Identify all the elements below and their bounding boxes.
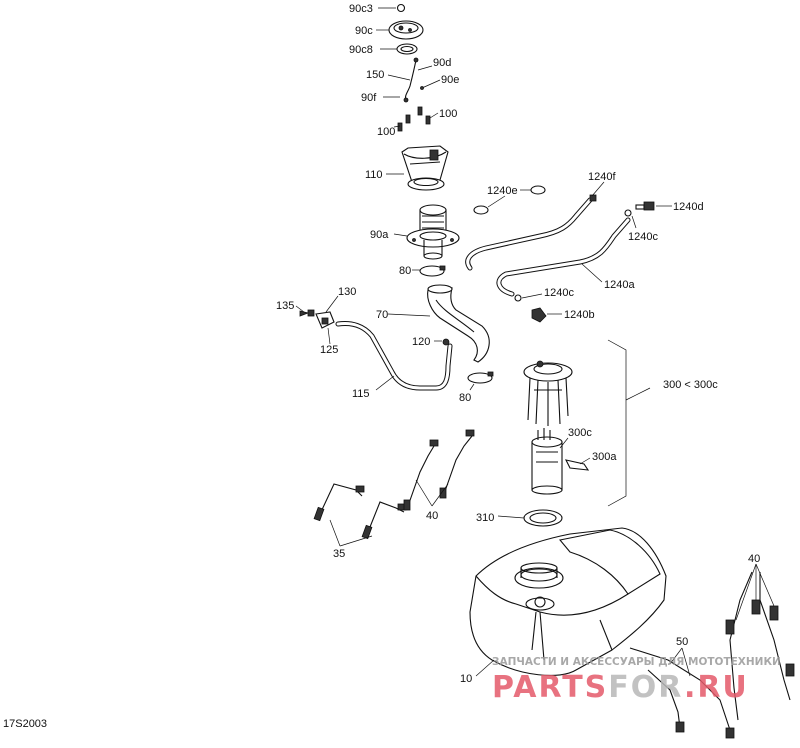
callout-1240e: 1240e	[487, 185, 518, 197]
part-50-straps	[629, 647, 735, 739]
callout-80-upper: 80	[399, 265, 411, 277]
callout-90f: 90f	[361, 92, 377, 104]
callout-125: 125	[320, 344, 338, 356]
callout-100-right: 100	[439, 108, 457, 120]
callout-150: 150	[366, 69, 384, 81]
part-115-fuel-hose	[335, 321, 453, 391]
part-90c-fuel-cap	[388, 20, 424, 40]
callout-80-lower: 80	[459, 392, 471, 404]
callout-130: 130	[338, 286, 356, 298]
callout-115: 115	[352, 388, 370, 400]
watermark-logo: ЗАПЧАСТИ И АКСЕССУАРЫ ДЛЯ МОТОТЕХНИКИ PA…	[492, 656, 781, 705]
callout-300c: 300c	[568, 427, 592, 439]
callout-1240f: 1240f	[588, 171, 616, 183]
part-90c3-vent-cap	[396, 3, 406, 13]
part-150-tether	[403, 57, 419, 103]
callout-40-left: 40	[426, 510, 438, 522]
callout-1240c-lower: 1240c	[544, 287, 574, 299]
part-130-bracket	[315, 311, 335, 329]
part-80-clamp-lower	[467, 371, 494, 384]
part-70-filler-hose	[427, 284, 490, 363]
watermark-tagline: ЗАПЧАСТИ И АКСЕССУАРЫ ДЛЯ МОТОТЕХНИКИ	[492, 656, 781, 668]
callout-100-left: 100	[377, 126, 395, 138]
callout-1240b: 1240b	[564, 309, 595, 321]
part-1240d-valve	[624, 201, 655, 217]
callout-40-right: 40	[748, 553, 760, 565]
callout-1240d: 1240d	[673, 201, 704, 213]
callout-90d: 90d	[433, 57, 451, 69]
callout-300-group: 300 < 300c	[663, 379, 718, 391]
callout-110: 110	[365, 169, 383, 181]
part-1240b-fitting	[531, 307, 547, 323]
part-1240f-vent-hose	[465, 194, 597, 271]
callout-70: 70	[376, 309, 388, 321]
part-120-clip	[442, 338, 450, 346]
part-90c8-gasket	[396, 43, 418, 55]
callout-1240a: 1240a	[604, 279, 635, 291]
callout-10: 10	[460, 673, 472, 685]
part-40-straps-right	[725, 571, 795, 721]
part-10-fuel-tank	[469, 527, 667, 676]
part-90a-filler-neck	[406, 204, 460, 260]
callout-90e: 90e	[441, 74, 459, 86]
callout-35: 35	[333, 548, 345, 560]
watermark-brand-c: .RU	[684, 670, 749, 705]
callout-1240c-upper: 1240c	[628, 231, 658, 243]
callout-90c: 90c	[355, 25, 373, 37]
callout-labels: 90c3 90c 90c8 90d 150 90e 90f 100 100 11…	[276, 3, 760, 685]
watermark-brand-a: PARTS	[492, 670, 608, 705]
callout-90c3: 90c3	[349, 3, 373, 15]
callout-50: 50	[676, 636, 688, 648]
part-100-screws	[397, 106, 431, 132]
callout-300a: 300a	[592, 451, 617, 463]
part-35-straps	[313, 483, 407, 540]
watermark-brand-b: FOR	[608, 670, 684, 705]
part-300-fuel-pump-module	[523, 360, 573, 495]
part-300a-strainer	[564, 459, 590, 471]
callout-310: 310	[476, 512, 494, 524]
part-80-clamp-upper	[419, 265, 446, 277]
part-40-straps-left	[403, 429, 475, 511]
part-310-ring	[523, 509, 563, 527]
callout-90c8: 90c8	[349, 44, 373, 56]
diagram-code: 17S2003	[3, 718, 47, 730]
part-1240a-vent-hose	[496, 217, 631, 297]
callout-90a: 90a	[370, 229, 389, 241]
part-1240c-clip-lower	[514, 294, 522, 302]
callout-120: 120	[412, 336, 430, 348]
part-110-filler-funnel	[401, 145, 449, 191]
callout-135: 135	[276, 300, 294, 312]
watermark-brand: PARTSFOR.RU	[492, 670, 749, 705]
